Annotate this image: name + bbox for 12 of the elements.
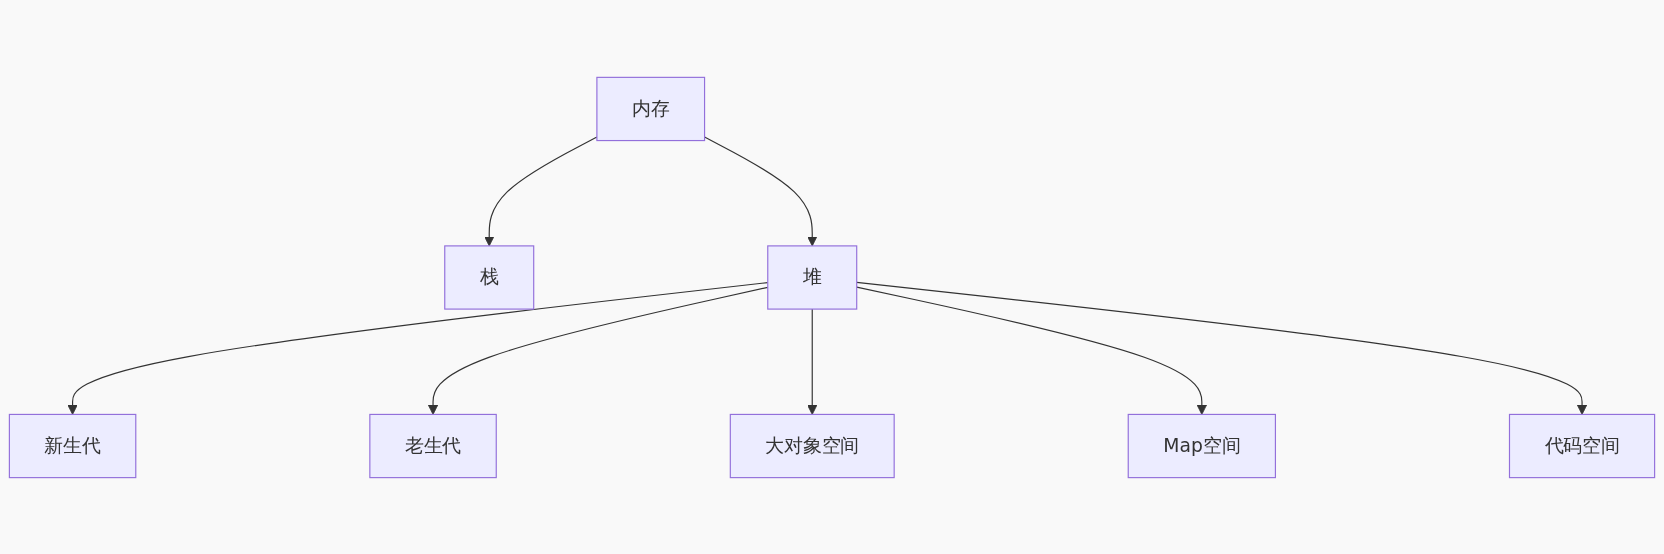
node-box: 代码空间	[1508, 413, 1656, 478]
node-box: 大对象空间	[729, 413, 895, 478]
arrow	[807, 308, 818, 415]
arrow	[704, 135, 818, 246]
node-box: Map空间	[1127, 413, 1276, 478]
arrow	[856, 286, 1207, 415]
node-box: 新生代	[8, 413, 137, 478]
arrow	[856, 281, 1588, 415]
node-box: 堆	[767, 244, 858, 310]
node-box: 栈	[444, 244, 535, 310]
node-box: 老生代	[369, 413, 497, 478]
node-box: 内存	[596, 76, 706, 141]
